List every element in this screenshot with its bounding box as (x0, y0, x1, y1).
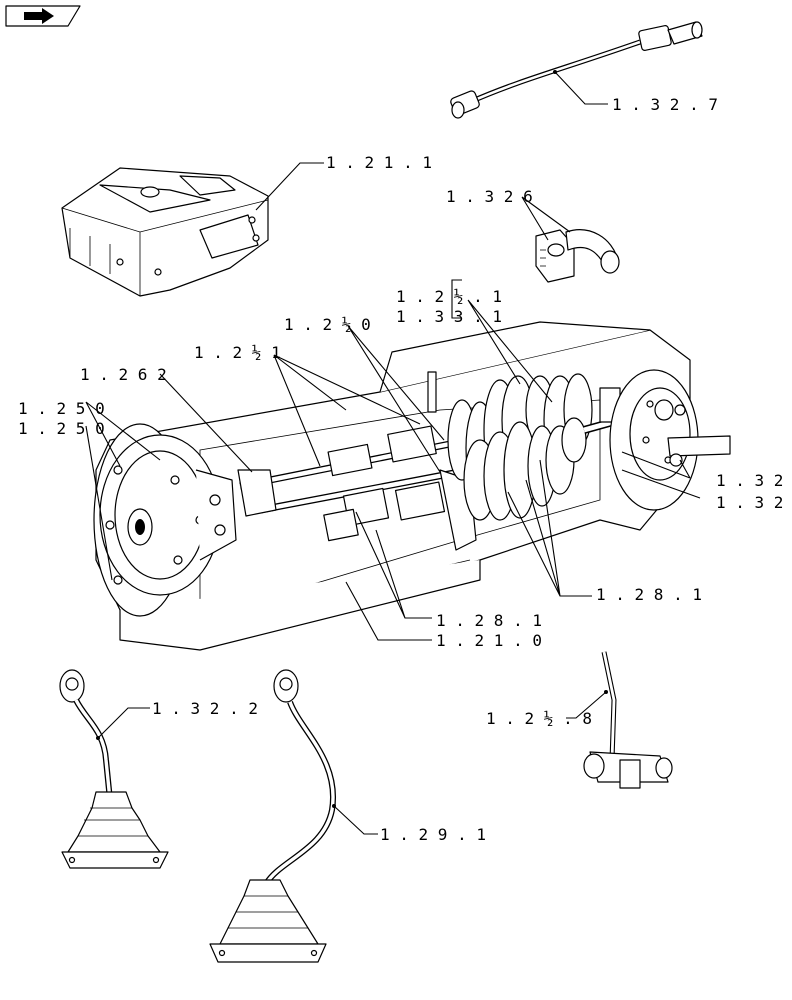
callout-1-25-0-a[interactable]: 1 . 2 5 0 (18, 399, 105, 418)
callout-1-33-1[interactable]: 1 . 3 3 . 1 (396, 307, 502, 326)
part-1-25-0-clutch (93, 423, 237, 617)
part-1-21-1-cover (61, 167, 269, 297)
callout-1-21-0[interactable]: 1 . 2 1 . 0 (436, 631, 542, 650)
callout-1-32-6[interactable]: 1 . 3 2 6 (446, 187, 533, 206)
callout-1-21-1[interactable]: 1 . 2 1 . 1 (326, 153, 432, 172)
callout-1-28-1-a[interactable]: 1 . 2 8 . 1 (436, 611, 542, 630)
callout-1-2x-1[interactable]: 1 . 2 ½ 1 (194, 343, 281, 362)
part-1-32-rear-flange (609, 369, 731, 511)
callout-1-28-1-b[interactable]: 1 . 2 8 . 1 (596, 585, 702, 604)
callout-labels: 1 . 3 2 . 7 1 . 2 1 . 1 1 . 3 2 6 1 . 2 … (18, 95, 783, 844)
part-small-shift-lever (583, 651, 673, 789)
callout-1-29-1[interactable]: 1 . 2 9 . 1 (380, 825, 486, 844)
callout-1-32-2[interactable]: 1 . 3 2 . 2 (152, 699, 258, 718)
callout-1-2x-8[interactable]: 1 . 2 ½ . 8 (486, 709, 592, 728)
callout-1-2x-0[interactable]: 1 . 2 ½ 0 (284, 315, 371, 334)
part-1-32-6-fork (535, 229, 620, 283)
callout-1-25-0-b[interactable]: 1 . 2 5 0 (18, 419, 105, 438)
leader-lines (85, 70, 701, 835)
callout-1-32-7[interactable]: 1 . 3 2 . 7 (612, 95, 718, 114)
callout-1-32-a[interactable]: 1 . 3 2 (716, 471, 783, 490)
callout-1-26-2[interactable]: 1 . 2 6 2 (80, 365, 167, 384)
nav-arrow-icon[interactable] (5, 5, 81, 27)
part-1-32-2-lever (59, 669, 169, 869)
callout-1-32-b[interactable]: 1 . 3 2 (716, 493, 783, 512)
part-shift-shafts (237, 371, 477, 551)
part-1-28-1-gears (447, 373, 622, 521)
part-1-29-1-lever (209, 669, 337, 963)
callout-1-2x-1-upper[interactable]: 1 . 2 ½ . 1 (396, 287, 502, 306)
